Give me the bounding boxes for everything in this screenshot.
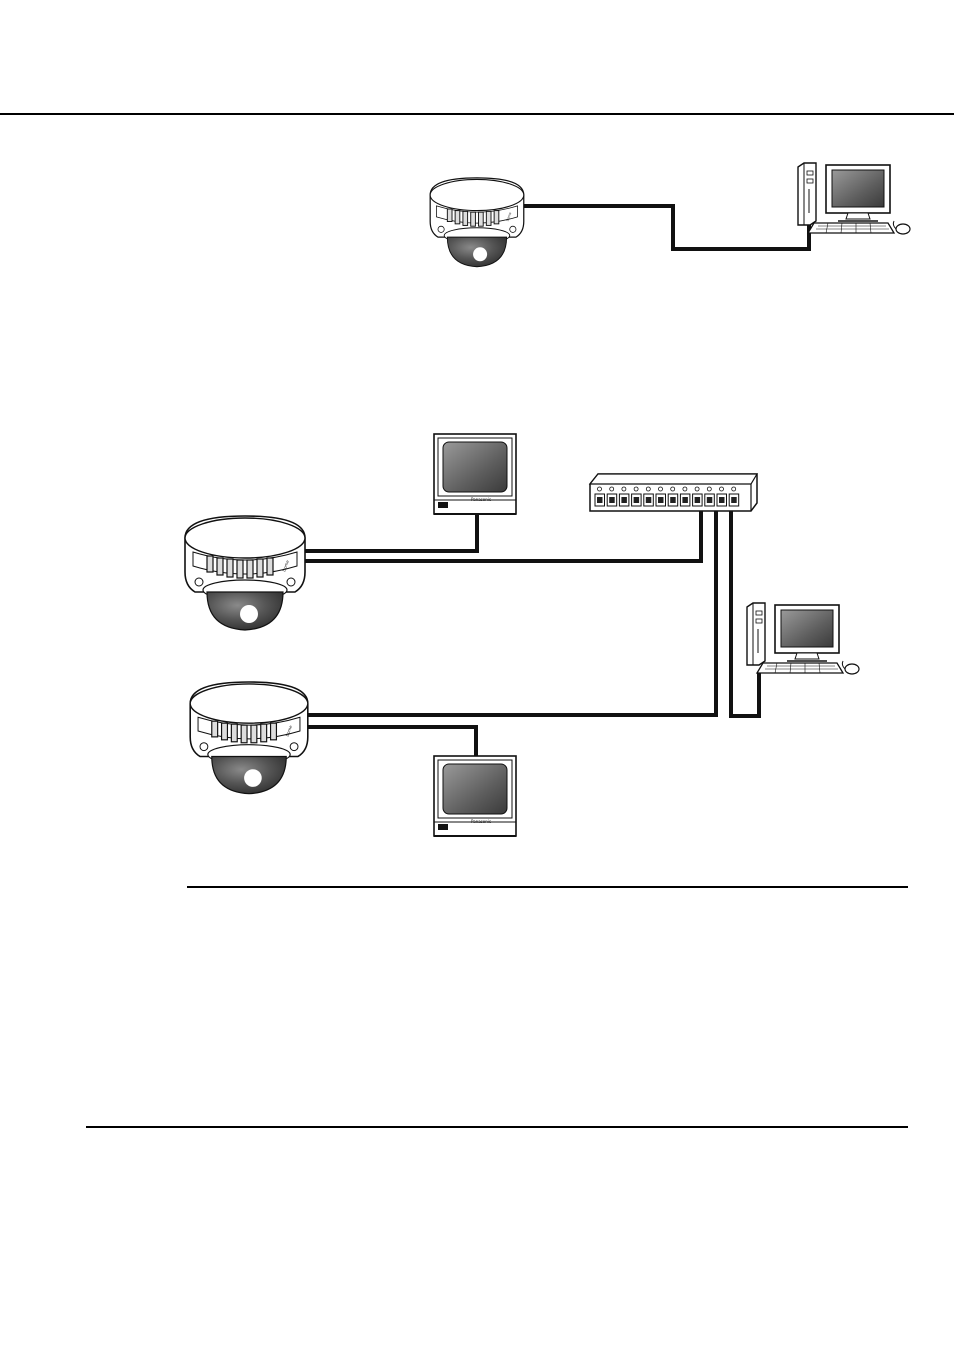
switch-port-socket: [719, 497, 725, 503]
monitor-icon: [434, 434, 516, 514]
port-led: [646, 487, 650, 491]
switch-port-socket: [695, 497, 701, 503]
switch-port-socket: [707, 497, 713, 503]
pc-icon: [798, 163, 910, 234]
camera1-to-monitor1-cable: [300, 512, 477, 551]
port-led: [683, 487, 687, 491]
switch-port-socket: [646, 497, 652, 503]
port-led: [707, 487, 711, 491]
switch-port-socket: [658, 497, 664, 503]
port-led: [610, 487, 614, 491]
switch-port-socket: [634, 497, 640, 503]
switch-port-socket: [682, 497, 688, 503]
dome-camera-icon: [430, 178, 524, 267]
port-led: [732, 487, 736, 491]
switch-port-socket: [609, 497, 615, 503]
dome-camera-icon: [190, 682, 308, 794]
camera2-to-monitor2-cable: [306, 727, 476, 760]
port-led: [622, 487, 626, 491]
switch-port-socket: [670, 497, 676, 503]
network-connection-diagram: [185, 434, 859, 836]
pc-icon: [747, 603, 859, 674]
camera-to-pc-cable: [522, 206, 809, 249]
port-led: [695, 487, 699, 491]
hub-icon: [590, 474, 757, 511]
dome-camera-icon: [185, 516, 305, 630]
port-led: [671, 487, 675, 491]
camera2-to-switch-cable: [306, 506, 716, 715]
port-led: [598, 487, 602, 491]
switch-port-socket: [621, 497, 627, 503]
port-led: [659, 487, 663, 491]
port-led: [720, 487, 724, 491]
monitor-icon: [434, 756, 516, 836]
switch-port-socket: [597, 497, 603, 503]
simple-connection-diagram: [430, 163, 910, 267]
port-led: [634, 487, 638, 491]
switch-port-socket: [731, 497, 737, 503]
